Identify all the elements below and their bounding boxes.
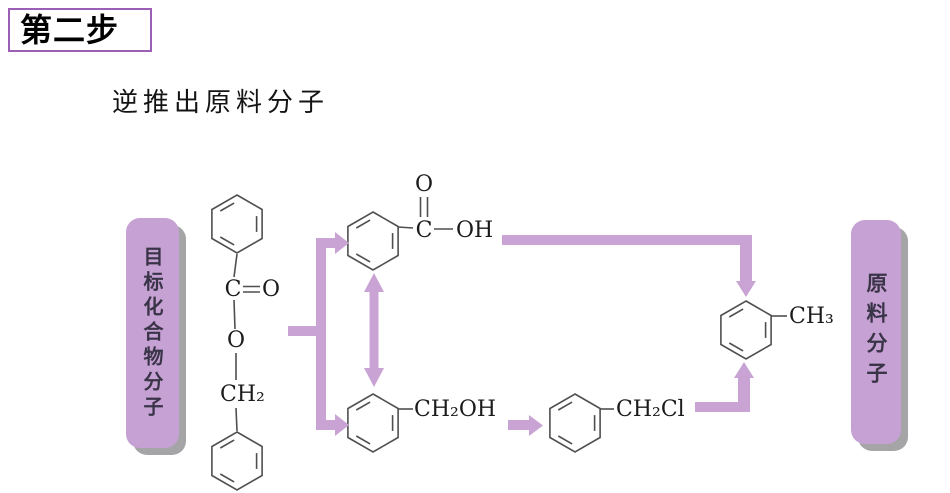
arrow-shaft	[316, 238, 326, 430]
bond	[233, 253, 238, 278]
benzene-ring	[347, 393, 399, 453]
target-compound-box: 目标化合物分子	[126, 218, 179, 448]
arrow-head	[364, 368, 384, 387]
benzene-ring	[211, 194, 263, 254]
bond	[235, 407, 238, 432]
arrow-head	[335, 414, 349, 436]
bond	[233, 299, 236, 330]
molecule-benzoic-acid: O C OH	[347, 172, 493, 271]
arrow-shaft	[326, 238, 336, 248]
arrow-shaft	[502, 235, 752, 245]
molecule-benzyl-chloride: CH₂Cl	[549, 393, 685, 453]
carbonyl-o-label: O	[262, 277, 280, 302]
step-title-box: 第二步	[8, 8, 152, 52]
benzene-ring	[347, 211, 399, 271]
step-title: 第二步	[20, 11, 120, 49]
arrow-fork-from-target	[288, 232, 349, 436]
arrow-shaft	[288, 326, 322, 336]
arrow-shaft	[740, 235, 752, 283]
ch2cl-label: CH₂Cl	[616, 397, 685, 422]
target-compound-label: 目标化合物分子	[140, 245, 164, 421]
acid-o-label: O	[415, 172, 433, 197]
arrow-head	[736, 281, 756, 297]
ester-o-label: O	[227, 328, 245, 353]
ch3-label: CH₃	[789, 304, 834, 329]
molecule-benzyl-benzoate: C O O CH₂	[211, 194, 280, 491]
arrow-head	[335, 232, 349, 254]
arrow-head	[734, 362, 754, 378]
benzene-ring	[549, 393, 601, 453]
ch2oh-label: CH₂OH	[414, 397, 496, 422]
arrow-alcohol-to-chloride	[508, 415, 543, 436]
raw-material-label: 原料分子	[864, 272, 888, 392]
arrow-shaft	[695, 402, 746, 412]
acid-c-label: C	[416, 218, 433, 243]
arrow-interconvert-double	[364, 273, 384, 387]
arrow-head	[364, 273, 384, 292]
oh-label: OH	[456, 218, 493, 243]
benzene-ring	[720, 300, 772, 360]
subtitle: 逆推出原料分子	[112, 88, 330, 118]
arrow-chloride-to-toluene	[695, 362, 754, 412]
arrow-shaft	[369, 290, 379, 370]
raw-material-box: 原料分子	[851, 220, 901, 444]
ch2-label: CH₂	[220, 382, 265, 407]
arrow-shaft	[326, 420, 336, 430]
arrow-shaft	[738, 376, 750, 412]
molecule-toluene: CH₃	[720, 300, 834, 360]
molecule-benzyl-alcohol: CH₂OH	[347, 393, 496, 453]
arrow-acid-to-toluene	[502, 235, 756, 297]
benzene-ring	[211, 431, 263, 491]
arrow-head	[529, 415, 543, 436]
arrow-shaft	[508, 420, 529, 430]
bond	[397, 226, 414, 229]
carbonyl-c-label: C	[225, 277, 242, 302]
